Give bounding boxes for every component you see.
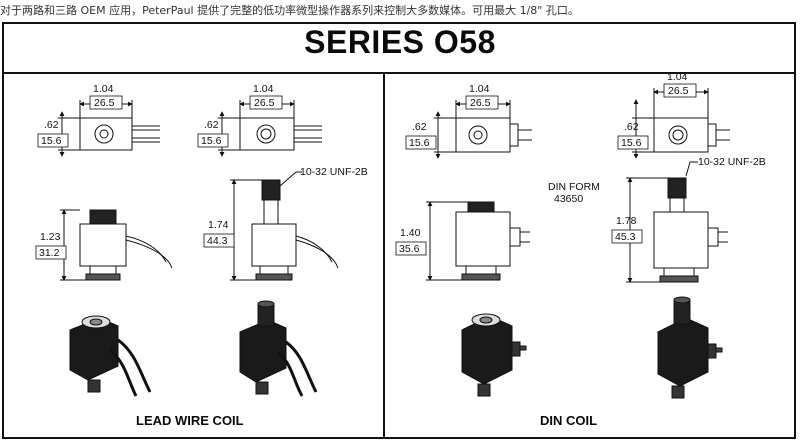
section-divider — [383, 72, 385, 439]
drawing-lead-wire-override-side-view — [230, 171, 339, 281]
drawing-lead-wire-override-top-labels: 1.04 26.5 .62 15.6 — [197, 83, 283, 148]
dimension-label: 26.5 — [470, 97, 491, 109]
dimension-label: DIN FORM — [548, 181, 600, 193]
dimension-label: 15.6 — [621, 137, 642, 149]
series-title: SERIES O58 — [304, 24, 496, 60]
drawing-lead-wire-side-labels: 1.23 31.2 — [35, 231, 67, 260]
dimension-label: 1.04 — [469, 83, 490, 95]
dimension-label: 44.3 — [207, 235, 228, 247]
dimension-label: 1.04 — [667, 71, 688, 83]
drawing-din-top-labels: 1.04 26.5 .62 15.6 — [405, 83, 499, 150]
dimension-label: 1.78 — [616, 215, 637, 227]
drawing-lead-wire-side-view — [60, 209, 173, 281]
drawing-din-side-view — [426, 201, 530, 281]
dimension-label: 1.04 — [253, 83, 274, 95]
dimension-label: .62 — [44, 119, 59, 131]
render-lead-wire-coil — [69, 315, 152, 397]
dimension-label: 35.6 — [399, 243, 420, 255]
drawing-din-top-view — [434, 100, 532, 159]
dimension-label: 45.3 — [615, 231, 636, 243]
dimension-label: 1.04 — [93, 83, 114, 95]
dimension-label: 15.6 — [201, 135, 222, 147]
section-label-din: DIN COIL — [540, 413, 598, 428]
dimension-label: 26.5 — [94, 97, 115, 109]
drawing-lead-wire-override-side-labels: 10-32 UNF-2B 1.74 44.3 — [203, 166, 368, 248]
render-lead-wire-override-coil — [239, 300, 318, 397]
drawing-din-override-side-labels: 10-32 UNF-2B 1.78 45.3 — [611, 156, 766, 244]
dimension-label: 10-32 UNF-2B — [698, 156, 766, 168]
dimension-label: 26.5 — [668, 85, 689, 97]
dimension-label: 43650 — [554, 193, 583, 205]
dimension-label: 31.2 — [39, 247, 60, 259]
drawing-lead-wire-top-labels: 1.04 26.5 .62 15.6 — [37, 83, 123, 148]
dimension-label: 15.6 — [409, 137, 430, 149]
dimension-label: 26.5 — [254, 97, 275, 109]
drawing-din-override-side-view — [626, 161, 728, 283]
drawing-din-override-top-labels: 1.04 26.5 .62 15.6 — [617, 71, 697, 150]
render-din-coil — [461, 313, 527, 397]
dimension-label: 10-32 UNF-2B — [300, 166, 368, 178]
dimension-label: .62 — [204, 119, 219, 131]
dimension-label: 1.23 — [40, 231, 61, 243]
dimension-label: 1.74 — [208, 219, 229, 231]
dimension-label: .62 — [412, 121, 427, 133]
page-caption: 对于两路和三路 OEM 应用，PeterPaul 提供了完整的低功率微型操作器系… — [0, 4, 579, 17]
dimension-label: 1.40 — [400, 227, 421, 239]
section-label-lead-wire: LEAD WIRE COIL — [136, 413, 244, 428]
drawing-din-side-labels: DIN FORM 43650 1.40 35.6 — [395, 181, 600, 256]
drawing-frame — [2, 22, 796, 439]
dimension-label: .62 — [624, 121, 639, 133]
title-divider — [2, 72, 796, 74]
render-din-override-coil — [657, 296, 723, 399]
dimension-label: 15.6 — [41, 135, 62, 147]
